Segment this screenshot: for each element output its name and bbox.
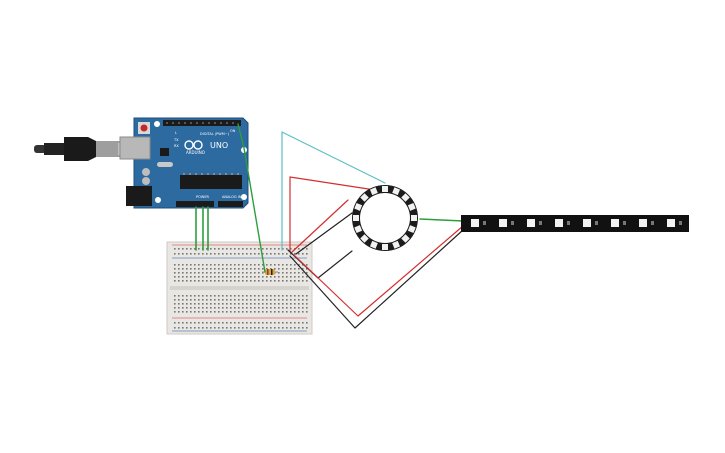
neopixel-ring-icon[interactable] [352,185,418,251]
analog-label: ANALOG IN [222,195,242,199]
strip-led [471,219,479,227]
wire-green[interactable] [237,123,266,273]
rx-label: RX [174,144,179,148]
strip-leds [471,219,682,227]
ring-leds [353,186,417,250]
strip-led [667,219,675,227]
breadboard[interactable] [166,241,313,335]
wire-cyan[interactable] [281,131,386,251]
ring-led [407,202,416,211]
ring-led [382,244,388,250]
usb-chip [160,148,169,156]
usb-cable-icon[interactable] [34,137,134,161]
digital-header-pins [166,122,234,124]
wire-black[interactable] [295,212,353,255]
wires [195,123,464,329]
wire-red[interactable] [289,176,376,253]
strip-led [611,219,619,227]
strip-led [499,219,507,227]
ring-led [407,225,416,234]
breadboard-holes [174,248,308,329]
ring-led [360,193,369,202]
ring-led [353,215,359,221]
strip-led [583,219,591,227]
arduino-logo-text: ARDUINO [186,150,205,155]
resistor-icon[interactable] [262,269,278,275]
crystal [157,162,173,167]
ring-led [392,187,401,196]
wire-red[interactable] [293,225,464,317]
ring-led [354,225,363,234]
on-label: ON [230,129,236,133]
tx-label: TX [173,138,179,142]
strip-led [555,219,563,227]
arduino-uno-board[interactable]: DIGITAL (PWM~) TX RX L ON ARDUINO UNO [119,117,249,209]
ring-led [392,240,401,249]
ring-led [401,234,410,243]
wire-red[interactable] [291,199,349,253]
l-label: L [175,131,177,135]
breadboard-center-channel [170,286,309,290]
ring-led [369,187,378,196]
ring-led [382,186,388,192]
analog-header[interactable] [218,201,243,207]
capacitor [142,168,150,176]
atmega-chip [180,175,242,189]
ring-led [401,193,410,202]
strip-led [639,219,647,227]
digital-label: DIGITAL (PWM~) [200,132,230,136]
uno-label: UNO [210,141,228,150]
neopixel-strip-icon[interactable] [461,215,689,232]
arduino-logo-icon [184,140,203,150]
ring-led [360,234,369,243]
ring-led [354,202,363,211]
dc-jack-icon [126,186,152,206]
power-header[interactable] [176,201,214,207]
power-label: POWER [196,195,210,199]
ring-led [411,215,417,221]
usb-port [119,136,151,160]
ring-led [369,240,378,249]
wire-green[interactable] [419,218,464,222]
capacitor [142,177,150,185]
wire-black[interactable] [289,229,464,329]
strip-led [527,219,535,227]
